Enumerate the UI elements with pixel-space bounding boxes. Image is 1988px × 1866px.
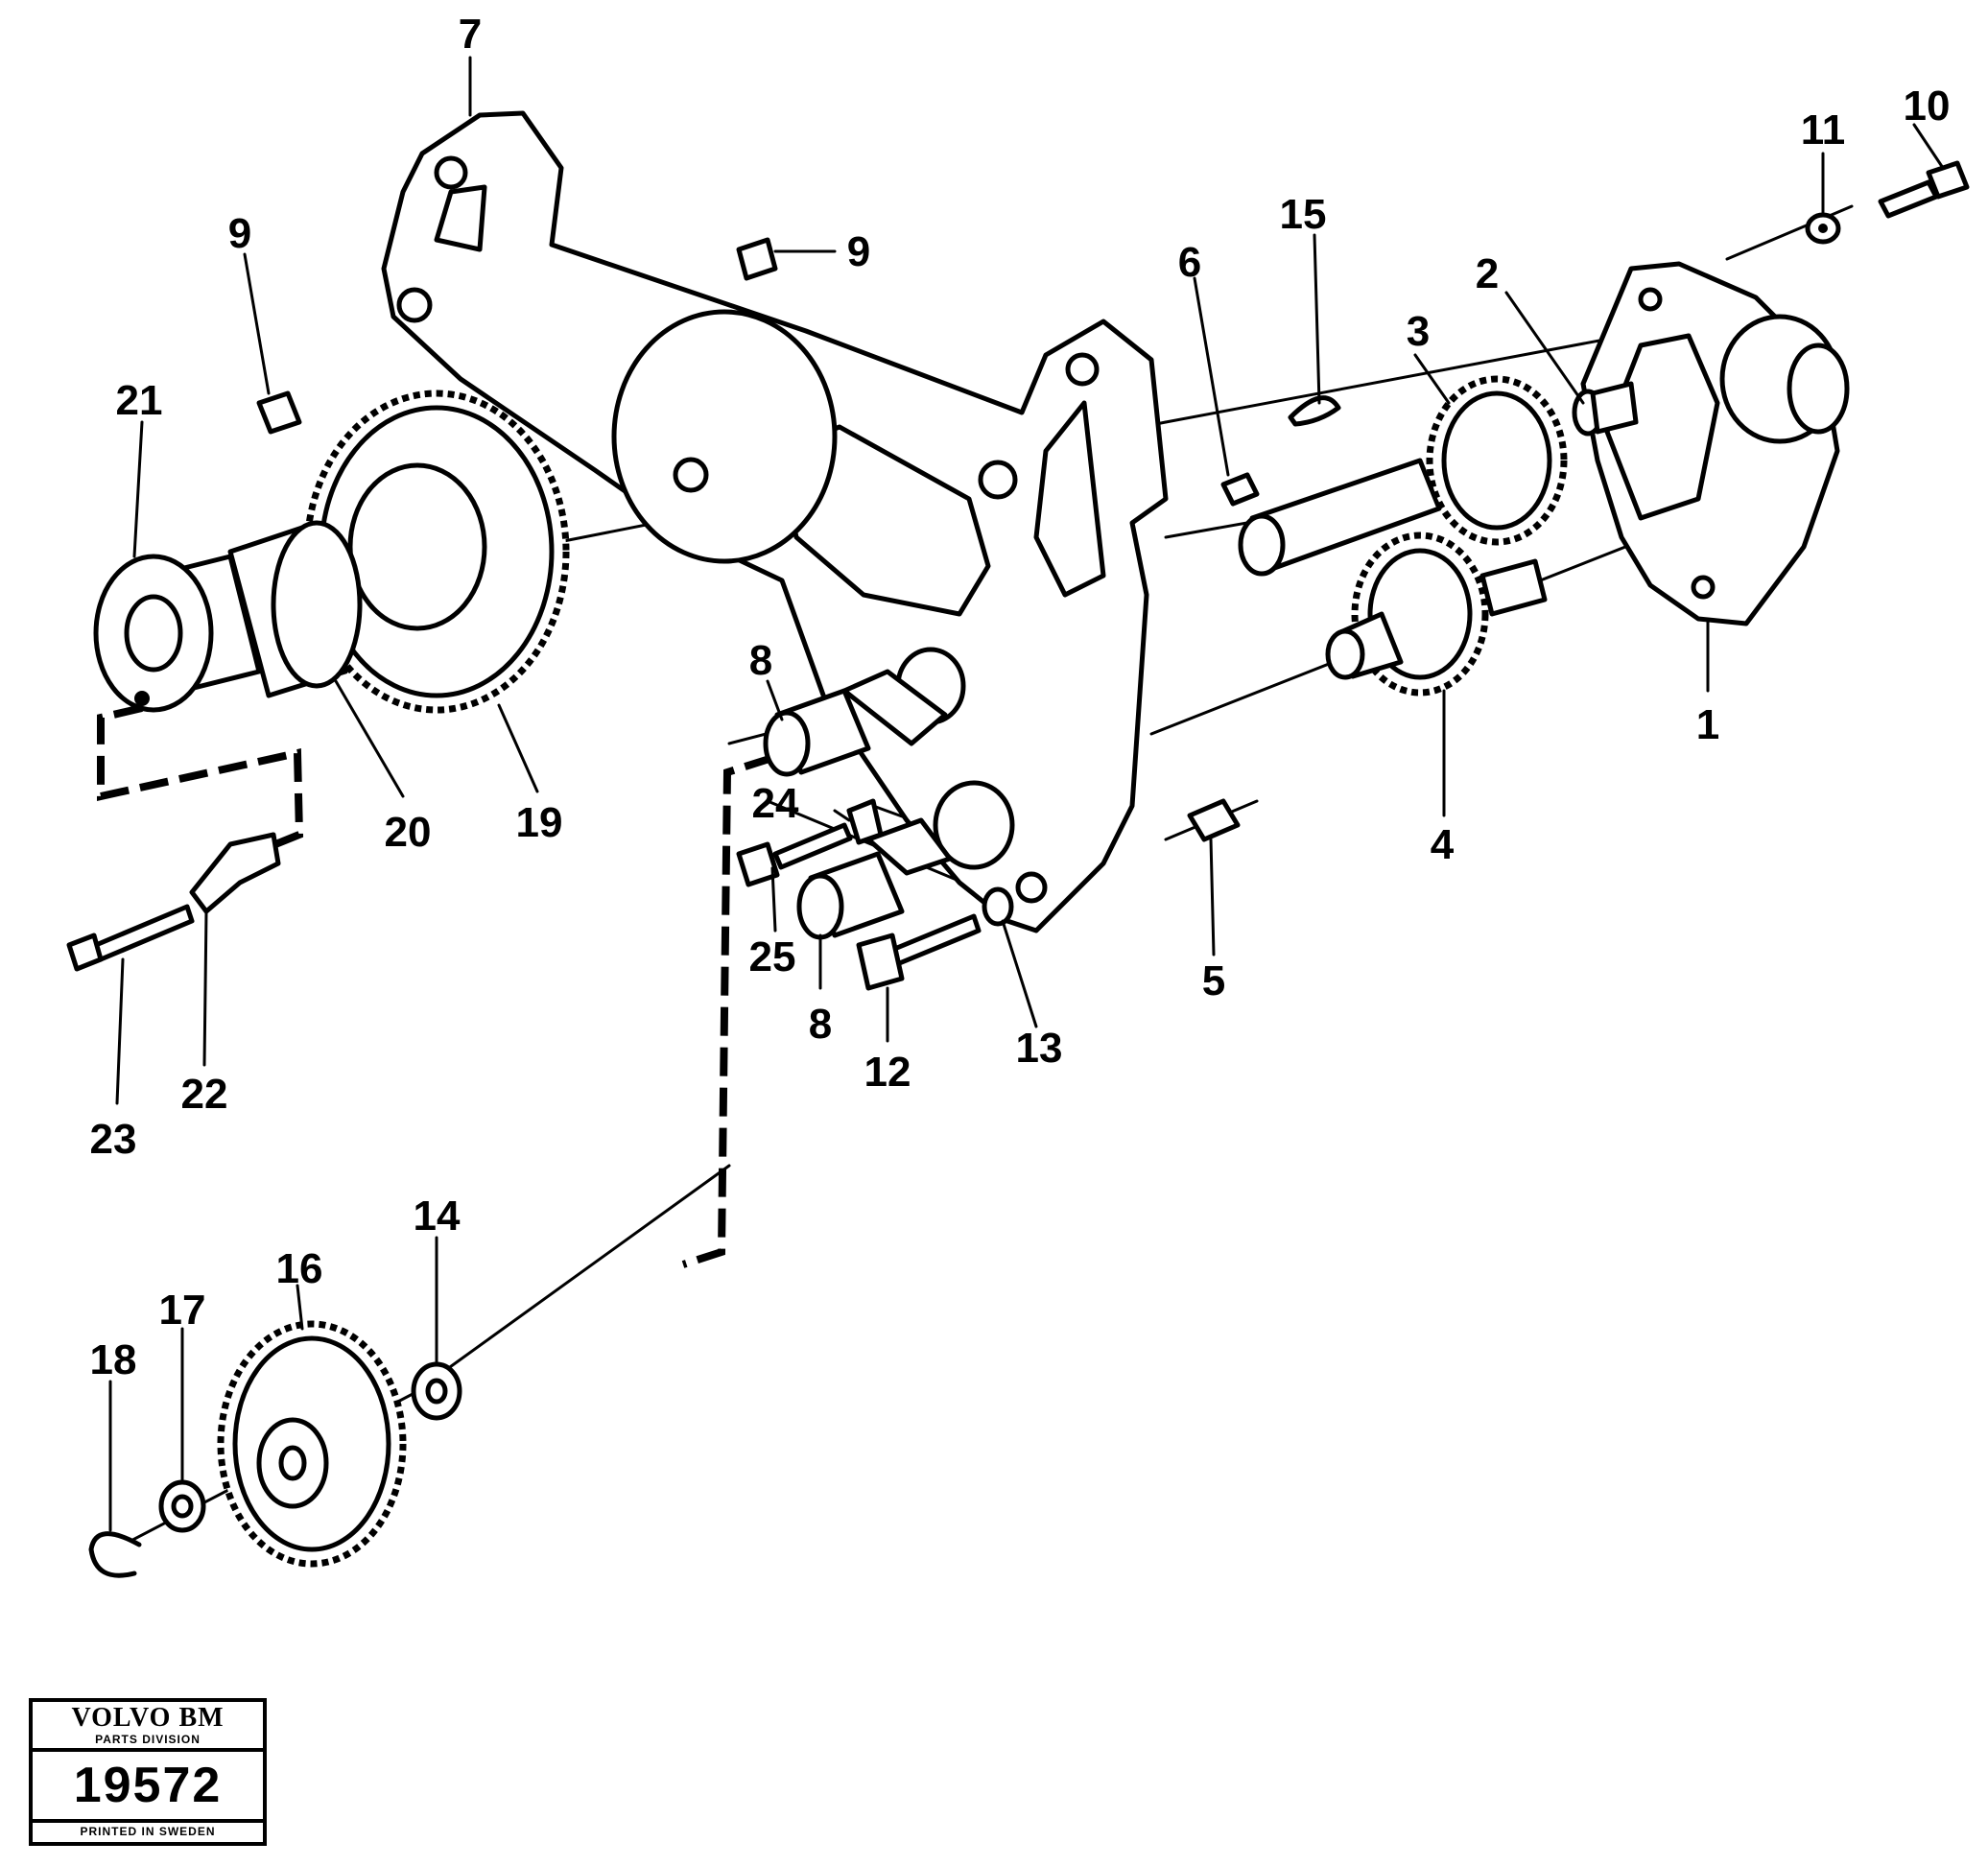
sleeve-5 [1187, 798, 1241, 842]
pump-housing [1580, 261, 1850, 626]
gear-16 [217, 1320, 407, 1568]
stamp-printed: PRINTED IN SWEDEN [80, 1825, 216, 1838]
pin-6 [1220, 472, 1260, 507]
hub-21 [93, 554, 262, 713]
callout-8a: 8 [749, 637, 772, 684]
callout-1: 1 [1696, 701, 1719, 748]
callout-14: 14 [414, 1193, 461, 1240]
callout-19: 19 [516, 799, 563, 846]
callout-7: 7 [459, 11, 482, 58]
callout-2: 2 [1476, 250, 1499, 297]
shaft-gear-3 [1238, 375, 1568, 577]
bushing-2 [1572, 381, 1639, 437]
callout-22: 22 [181, 1071, 228, 1118]
bushing-8b [796, 851, 905, 940]
callout-6: 6 [1178, 239, 1201, 286]
callout-5: 5 [1202, 957, 1225, 1004]
plug-9b [736, 237, 778, 281]
circlip-18 [88, 1531, 142, 1578]
volvo-bm-stamp: VOLVO BM PARTS DIVISION 19572 PRINTED IN… [29, 1698, 267, 1846]
stamp-brand: VOLVO BM [71, 1703, 225, 1733]
callout-10: 10 [1904, 83, 1951, 130]
bearing-20 [227, 520, 363, 698]
bushing-8a [763, 688, 871, 777]
bracket-housing [381, 110, 1169, 933]
callout-4: 4 [1431, 821, 1455, 868]
bolt-23 [66, 904, 195, 972]
stamp-number: 19572 [33, 1752, 263, 1823]
callout-15: 15 [1280, 191, 1327, 238]
bolt-10 [1878, 160, 1970, 219]
callouts: 7 9 9 21 20 19 8 24 25 8 12 13 6 15 3 2 … [90, 11, 1951, 1383]
shaft-gear-4 [1325, 531, 1548, 697]
dashed-connectors [97, 704, 774, 1268]
callout-24: 24 [752, 780, 799, 827]
bolt-12 [856, 913, 982, 991]
callout-12: 12 [864, 1049, 911, 1096]
gear-19 [303, 390, 570, 714]
callout-18: 18 [90, 1336, 137, 1383]
lock-plate-22 [189, 832, 281, 914]
washer-14 [411, 1361, 462, 1421]
callout-17: 17 [159, 1287, 206, 1334]
key-15 [1288, 395, 1341, 427]
callout-23: 23 [90, 1116, 137, 1163]
washer-24 [846, 798, 884, 845]
callout-25: 25 [749, 933, 796, 980]
washer-13 [982, 886, 1014, 927]
washer-17 [158, 1479, 206, 1533]
leader-lines [108, 56, 1945, 1532]
callout-21: 21 [116, 377, 163, 424]
callout-16: 16 [276, 1245, 323, 1292]
callout-9b: 9 [847, 228, 870, 275]
plug-9a [256, 390, 302, 435]
callout-11: 11 [1801, 106, 1846, 154]
stamp-division: PARTS DIVISION [33, 1733, 263, 1752]
callout-9a: 9 [228, 210, 251, 257]
callout-13: 13 [1016, 1025, 1063, 1072]
washer-11 [1805, 212, 1841, 245]
callout-8b: 8 [809, 1001, 832, 1048]
bolt-25 [736, 822, 853, 887]
callout-3: 3 [1407, 308, 1430, 355]
callout-20: 20 [385, 809, 432, 856]
